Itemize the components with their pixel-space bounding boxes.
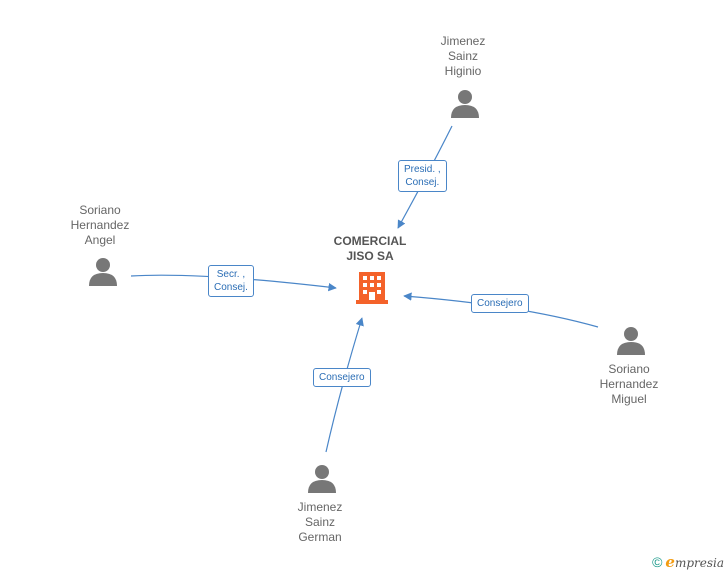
edge-label-higinio: Presid. , Consej.: [398, 160, 447, 192]
person-label-higinio[interactable]: Jimenez Sainz Higinio: [403, 34, 523, 79]
edge-label-line: Consej.: [405, 177, 440, 188]
person-name-line: Jimenez: [297, 500, 343, 514]
edge-german: [325, 317, 364, 453]
brand-initial: e: [665, 553, 675, 571]
person-name-line: Soriano: [79, 203, 121, 217]
company-name: COMERCIAL JISO SA: [310, 234, 430, 264]
footer-brand[interactable]: © empresia: [652, 553, 724, 571]
edge-label-line: Consejero: [477, 298, 523, 309]
person-name-line: Miguel: [611, 392, 647, 406]
person-name-line: Jimenez: [440, 34, 486, 48]
person-name-line: Sainz: [304, 515, 336, 529]
edge-label-line: Consejero: [319, 372, 365, 383]
edge-label-line: Presid. ,: [404, 164, 441, 175]
person-name-line: Angel: [84, 233, 116, 247]
person-name-line: Soriano: [608, 362, 650, 376]
edge-label-miguel: Consejero: [471, 294, 529, 313]
brand-logo: empresia: [665, 553, 724, 571]
person-label-miguel[interactable]: Soriano Hernandez Miguel: [569, 362, 689, 407]
brand-rest: mpresia: [674, 556, 724, 570]
person-name-line: German: [298, 530, 342, 544]
person-name-line: Hernandez: [599, 377, 659, 391]
person-label-angel[interactable]: Soriano Hernandez Angel: [40, 203, 160, 248]
copyright-icon: ©: [652, 554, 663, 570]
person-icon[interactable]: [450, 88, 480, 118]
company-name-line-1: COMERCIAL: [333, 234, 407, 248]
person-name-line: Sainz: [447, 49, 479, 63]
person-name-line: Higinio: [444, 64, 482, 78]
person-icon[interactable]: [616, 325, 646, 355]
person-icon[interactable]: [88, 256, 118, 286]
person-icon[interactable]: [307, 463, 337, 493]
person-name-line: Hernandez: [70, 218, 130, 232]
building-icon[interactable]: [356, 270, 388, 304]
person-label-german[interactable]: Jimenez Sainz German: [260, 500, 380, 545]
edge-label-line: Consej.: [214, 282, 248, 293]
edge-label-german: Consejero: [313, 368, 371, 387]
edge-label-angel: Secr. , Consej.: [208, 265, 254, 297]
edge-label-line: Secr. ,: [216, 269, 246, 280]
company-name-line-2: JISO SA: [346, 249, 394, 263]
